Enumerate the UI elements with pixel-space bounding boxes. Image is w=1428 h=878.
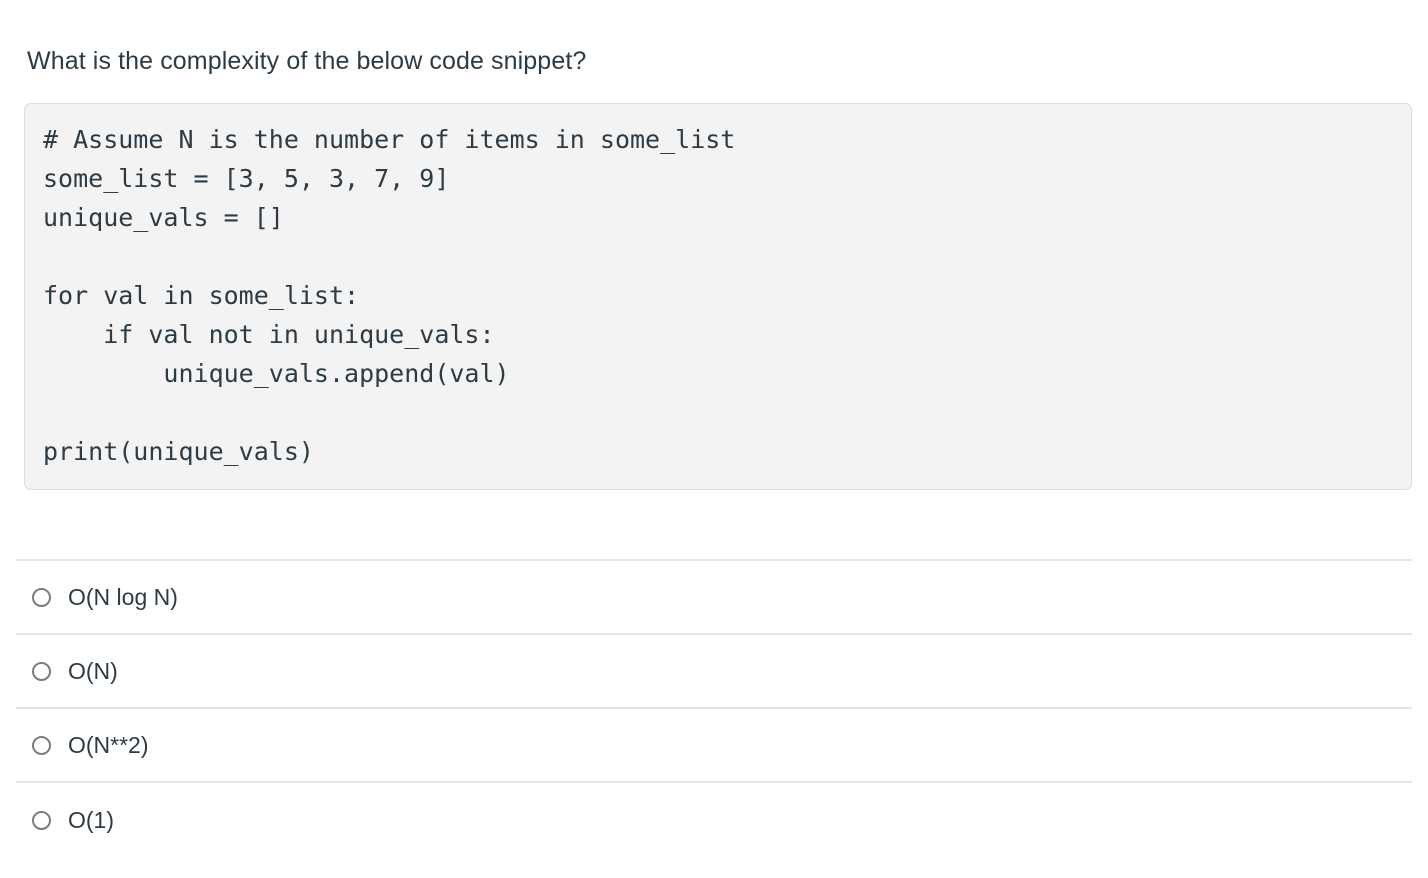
answer-option-row-1[interactable]: O(N log N) <box>16 561 1412 635</box>
code-snippet-block: # Assume N is the number of items in som… <box>24 103 1412 490</box>
question-prompt: What is the complexity of the below code… <box>27 47 587 75</box>
radio-button-icon-option-c[interactable] <box>32 735 51 755</box>
answer-option-row-4[interactable]: O(1) <box>16 783 1412 857</box>
code-snippet-text: # Assume N is the number of items in som… <box>43 125 736 466</box>
radio-button-icon-option-b[interactable] <box>32 661 51 681</box>
answer-option-row-2[interactable]: O(N) <box>16 635 1412 709</box>
answer-option-label-2: O(N) <box>68 657 118 684</box>
radio-button-icon-option-d[interactable] <box>32 810 51 830</box>
answer-option-label-1: O(N log N) <box>68 583 178 610</box>
radio-button-icon-option-a[interactable] <box>32 587 51 607</box>
answer-option-row-3[interactable]: O(N**2) <box>16 709 1412 783</box>
answer-options-list: O(N log N) O(N) O(N**2) O(1) <box>16 559 1412 857</box>
answer-option-label-3: O(N**2) <box>68 731 149 758</box>
answer-option-label-4: O(1) <box>68 806 114 833</box>
